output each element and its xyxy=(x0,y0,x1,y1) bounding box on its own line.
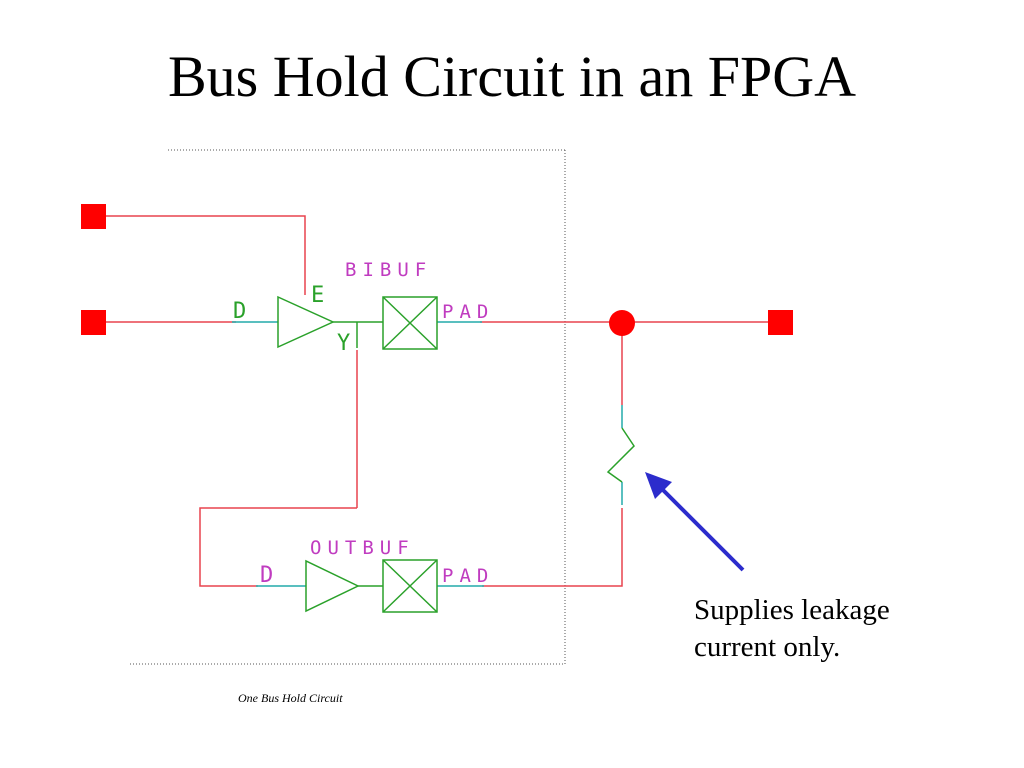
bibuf-y-label: Y xyxy=(337,331,350,356)
outbuf-pad-label: PAD xyxy=(442,565,494,587)
arrow-head-icon xyxy=(645,472,672,499)
outbuf-buffer xyxy=(305,559,438,613)
bibuf-buffer xyxy=(277,295,438,350)
feedback-wire xyxy=(199,507,357,587)
bibuf-pad-box xyxy=(382,296,438,350)
bibuf-pad-label: PAD xyxy=(442,301,494,323)
leakage-arrow xyxy=(645,472,745,572)
outbuf-d-label: D xyxy=(260,563,273,588)
bibuf-d-label: D xyxy=(233,299,246,324)
bibuf-triangle xyxy=(277,295,335,349)
figure-caption: One Bus Hold Circuit xyxy=(238,691,343,705)
outbuf-triangle xyxy=(305,559,360,613)
pin-stubs xyxy=(232,321,623,587)
outbuf-pad-box xyxy=(382,559,438,613)
d-input-terminal xyxy=(81,310,106,335)
fpga-boundary xyxy=(130,149,566,665)
terminals xyxy=(81,204,793,336)
wires xyxy=(106,215,768,587)
leakage-note: Supplies leakage current only. xyxy=(694,592,890,666)
slide-title: Bus Hold Circuit in an FPGA xyxy=(168,44,856,109)
enable-wire xyxy=(106,215,306,295)
bus-node xyxy=(609,310,635,336)
resistor-symbol xyxy=(606,427,635,483)
leakage-note-line2: current only. xyxy=(694,631,841,663)
outbuf-pad-wire xyxy=(482,508,623,587)
bibuf-label: BIBUF xyxy=(345,259,432,281)
enable-terminal xyxy=(81,204,106,229)
leakage-note-line1: Supplies leakage xyxy=(694,594,890,626)
bus-terminal xyxy=(768,310,793,335)
bibuf-e-label: E xyxy=(311,283,324,308)
outbuf-label: OUTBUF xyxy=(310,537,415,559)
